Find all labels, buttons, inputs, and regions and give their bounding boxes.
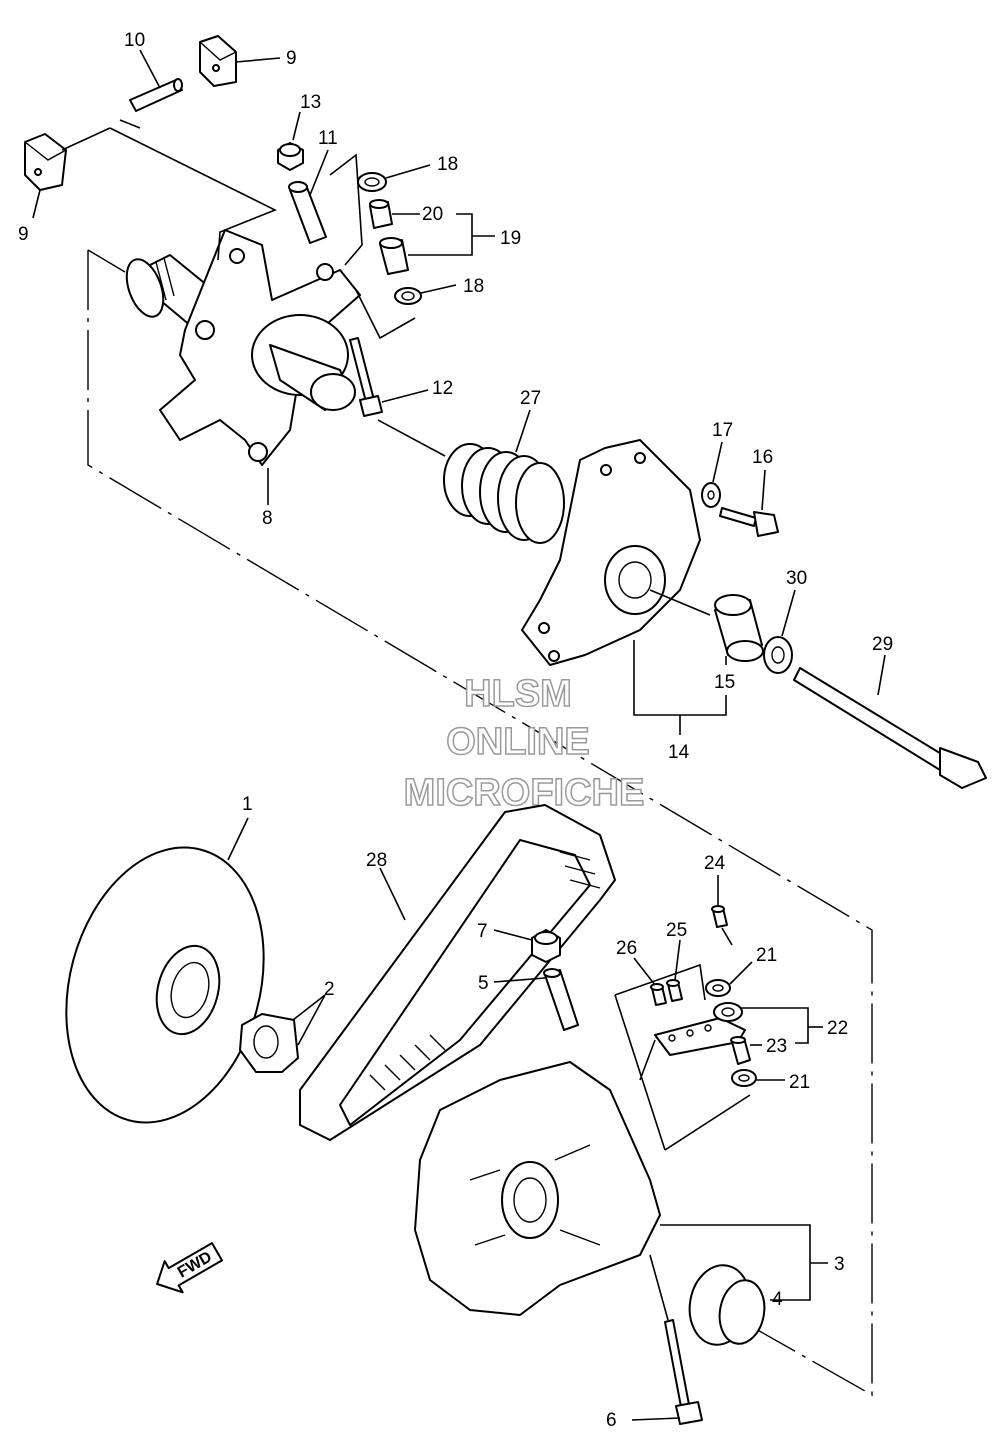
- callout-7: 7: [477, 921, 488, 942]
- part-9-weight-left: [24, 133, 67, 191]
- callout-17: 17: [712, 420, 733, 441]
- callout-12: 12: [432, 378, 453, 399]
- part-18-washer-top: [357, 172, 387, 192]
- part-9-weight-top: [199, 35, 237, 87]
- callout-16: 16: [752, 447, 773, 468]
- callout-2: 2: [324, 979, 335, 1000]
- part-12-bolt: [349, 337, 383, 417]
- callout-13: 13: [300, 92, 321, 113]
- part-1-fixed-sheave: [65, 846, 265, 1124]
- part-20-bushing-lower: [379, 237, 409, 275]
- part-4-bushing: [688, 1264, 766, 1346]
- callout-22: 22: [827, 1018, 848, 1039]
- watermark: HLSM ONLINE MICROFICHE: [403, 672, 645, 815]
- callout-18-bottom: 18: [463, 276, 484, 297]
- part-13-nut: [277, 142, 304, 171]
- part-22-bushing: [713, 1002, 743, 1022]
- callout-4: 4: [772, 1289, 783, 1310]
- callout-30: 30: [786, 568, 807, 589]
- part-20-bushing-upper: [369, 199, 393, 229]
- watermark-line-1: HLSM: [464, 673, 572, 715]
- callout-21-bottom: 21: [789, 1072, 810, 1093]
- watermark-line-2: ONLINE: [446, 721, 590, 763]
- part-21-washer-bottom: [731, 1069, 757, 1087]
- part-10-pin: [129, 78, 183, 112]
- part-24-screw: [711, 905, 728, 928]
- part-23-sleeve: [730, 1036, 751, 1065]
- part-2-collar: [239, 1013, 299, 1073]
- callout-27: 27: [520, 388, 541, 409]
- part-7-nut: [531, 929, 561, 963]
- part-14-cover: [521, 439, 701, 666]
- callout-20: 20: [422, 204, 443, 225]
- callout-14: 14: [668, 742, 690, 763]
- fwd-arrow-icon: FWD: [156, 1242, 223, 1294]
- callout-19: 19: [500, 228, 521, 249]
- callout-3: 3: [834, 1254, 845, 1275]
- callout-28: 28: [366, 850, 387, 871]
- part-21-washer-top: [705, 979, 731, 997]
- watermark-line-3: MICROFICHE: [404, 772, 645, 814]
- callout-9-top: 9: [286, 48, 297, 69]
- assembly-frame: [87, 249, 873, 1397]
- callout-8: 8: [262, 508, 273, 529]
- callout-11: 11: [318, 128, 338, 149]
- callout-26: 26: [616, 938, 637, 959]
- callout-10: 10: [124, 30, 145, 51]
- callout-9-left: 9: [18, 224, 29, 245]
- callout-29: 29: [872, 634, 893, 655]
- part-18-washer-bottom: [394, 287, 422, 305]
- part-6-bolt: [664, 1319, 703, 1425]
- part-25-screw: [666, 979, 683, 1002]
- callout-6: 6: [606, 1410, 617, 1431]
- part-28-belt: [299, 804, 616, 1141]
- part-11-sleeve: [288, 181, 327, 244]
- part-3-movable-sheave: [414, 1061, 661, 1316]
- callout-15: 15: [714, 672, 735, 693]
- part-15-bushing: [714, 594, 764, 662]
- callout-23: 23: [766, 1036, 787, 1057]
- callout-5: 5: [478, 973, 489, 994]
- callout-25: 25: [666, 920, 687, 941]
- part-17-washer: [701, 482, 721, 508]
- part-30-washer: [763, 636, 793, 674]
- part-27-spring: [443, 443, 565, 544]
- part-5-sleeve: [543, 968, 579, 1031]
- callout-21-top: 21: [756, 945, 777, 966]
- callout-18-top: 18: [437, 154, 458, 175]
- callout-24: 24: [704, 853, 726, 874]
- part-22-plate: [654, 1017, 746, 1056]
- part-8-spider: [125, 229, 361, 466]
- part-29-bolt: [793, 667, 987, 789]
- part-16-bolt: [719, 507, 779, 537]
- part-26-screw: [650, 983, 667, 1006]
- callout-1: 1: [242, 794, 253, 815]
